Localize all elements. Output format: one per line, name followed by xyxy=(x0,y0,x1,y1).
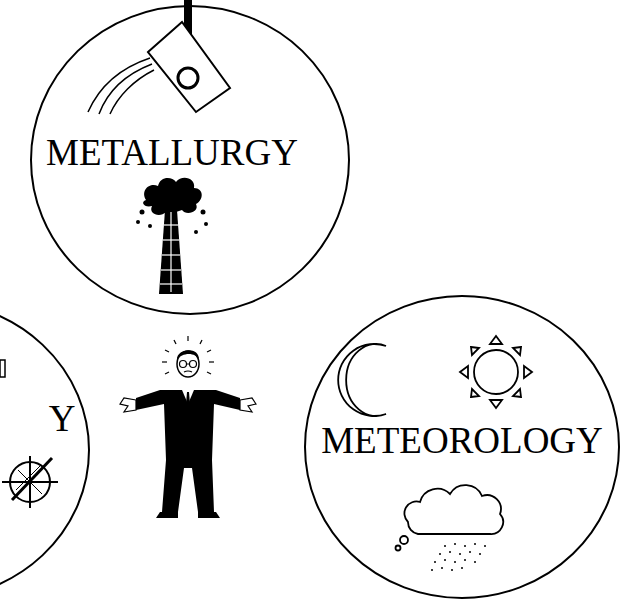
field-circle: METALLURGY xyxy=(30,5,350,315)
circle-outline-shape xyxy=(0,301,89,599)
field-circle: Y xyxy=(0,300,90,600)
circle-outline-shape xyxy=(305,296,619,598)
circle-outline-shape xyxy=(31,6,349,314)
ladle-icon xyxy=(88,0,230,114)
oil-derrick-icon xyxy=(136,178,208,294)
shrugging-man xyxy=(120,336,256,518)
field-name: METEOROLOGY xyxy=(321,422,603,459)
circle-outline xyxy=(0,300,90,600)
field-circle: METEOROLOGY xyxy=(304,295,620,599)
field-name: Y xyxy=(49,400,76,437)
field-name: METALLURGY xyxy=(46,134,298,171)
rain-dots xyxy=(431,543,486,571)
